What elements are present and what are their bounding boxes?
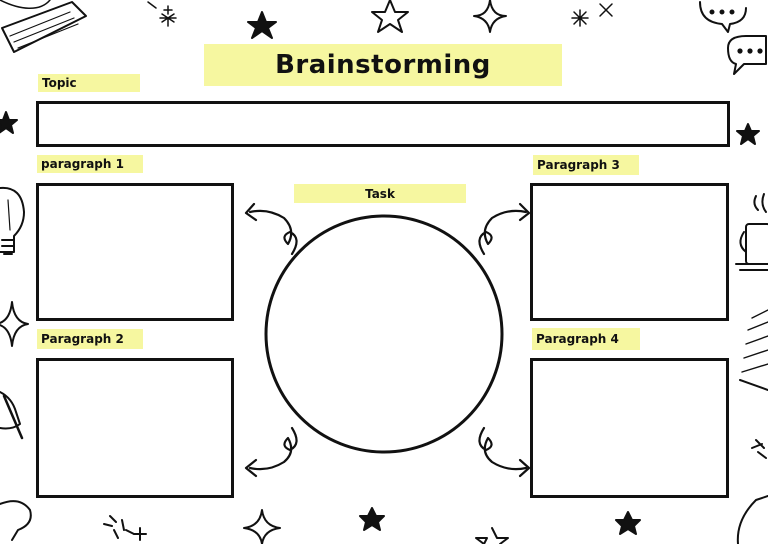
page-title: Brainstorming xyxy=(275,50,491,80)
topic-box[interactable] xyxy=(36,101,730,147)
paragraph-2-label-highlight: Paragraph 2 xyxy=(37,329,143,349)
paragraph-1-label: paragraph 1 xyxy=(41,157,124,171)
task-label: Task xyxy=(365,186,395,201)
speech-bubble-icon xyxy=(0,500,32,541)
keyboard-icon xyxy=(0,0,87,53)
arrow-icon xyxy=(244,202,531,478)
paragraph-3-label-highlight: Paragraph 3 xyxy=(533,155,639,175)
paragraph-4-box[interactable] xyxy=(530,358,729,498)
paragraph-3-box[interactable] xyxy=(530,183,729,321)
paragraph-2-label: Paragraph 2 xyxy=(41,332,124,346)
paragraph-1-box[interactable] xyxy=(36,183,234,321)
paragraph-4-label: Paragraph 4 xyxy=(536,332,619,346)
lightbulb-icon xyxy=(0,186,25,255)
title-banner: Brainstorming xyxy=(204,44,562,86)
pencil-hand-icon xyxy=(0,391,24,440)
notebook-icon xyxy=(739,309,768,391)
lightbulb-icon xyxy=(736,495,768,544)
topic-label: Topic xyxy=(42,76,77,90)
paragraph-4-label-highlight: Paragraph 4 xyxy=(532,328,640,350)
task-label-highlight: Task xyxy=(294,184,466,203)
paragraph-3-label: Paragraph 3 xyxy=(537,158,620,172)
paragraph-1-label-highlight: paragraph 1 xyxy=(37,155,143,173)
task-circle[interactable] xyxy=(264,214,504,454)
speech-bubble-icon xyxy=(699,1,767,75)
sparkle-icon xyxy=(147,1,613,27)
paragraph-2-box[interactable] xyxy=(36,358,234,498)
coffee-cup-icon xyxy=(735,193,768,271)
topic-label-highlight: Topic xyxy=(38,74,140,92)
